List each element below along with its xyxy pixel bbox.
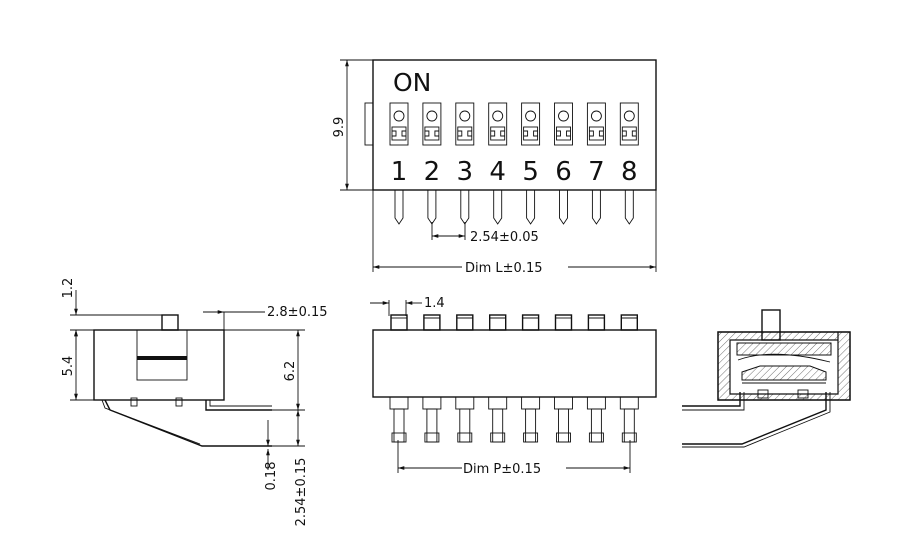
dim-lead-thickness: 0.18 — [264, 462, 279, 491]
section-view — [682, 309, 851, 448]
front-knob — [587, 314, 606, 331]
switch-actuator-circle — [558, 110, 569, 122]
dim-length: Dim L±0.15 — [465, 261, 543, 276]
switch-2 — [422, 102, 442, 146]
top-pin — [624, 190, 634, 225]
top-pin — [559, 190, 568, 225]
dim-offset: 2.8±0.15 — [267, 305, 328, 320]
switch-number: 4 — [489, 157, 506, 187]
front-pin — [488, 396, 508, 443]
section-lead-left — [682, 392, 741, 407]
front-pin — [455, 396, 475, 443]
dim-body-height: 5.4 — [61, 356, 76, 377]
top-view-pins — [394, 190, 634, 225]
side-view-lead-straight — [205, 400, 272, 411]
switch-5 — [521, 102, 541, 146]
dim-row-spacing: 2.54±0.15 — [294, 458, 309, 527]
dim-pitch: 2.54±0.05 — [470, 230, 539, 245]
front-knob — [620, 314, 638, 331]
side-view-knob — [161, 314, 179, 331]
side-view-body — [93, 329, 225, 401]
side-view-slider-band — [137, 356, 187, 360]
switch-actuator-circle — [590, 110, 602, 122]
switch-actuator-circle — [623, 110, 635, 122]
top-pin — [493, 190, 503, 225]
top-pin — [460, 190, 470, 225]
switch-number: 6 — [555, 157, 572, 187]
front-knob — [554, 314, 573, 331]
front-pin — [422, 396, 442, 443]
dim-pin-width: 1.4 — [424, 296, 445, 311]
switch-1 — [389, 102, 409, 146]
top-view-side-tab — [364, 102, 374, 146]
switch-array — [389, 102, 639, 146]
section-lead-right — [682, 392, 827, 445]
dim-lead-height: 6.2 — [283, 361, 298, 382]
front-view-pins — [389, 396, 639, 443]
front-view: 1.4 Dim P±0.15 — [370, 296, 657, 477]
switch-8 — [619, 102, 639, 146]
switch-number: 5 — [522, 157, 539, 187]
switch-actuator-circle — [525, 110, 537, 122]
switch-number: 8 — [621, 157, 638, 187]
switch-actuator-circle — [492, 110, 504, 122]
front-pin — [554, 396, 573, 443]
section-housing — [717, 331, 851, 401]
switch-3 — [455, 102, 475, 146]
side-view-lead-bent — [104, 399, 272, 447]
switch-actuator-circle — [393, 110, 405, 122]
front-knob — [423, 314, 441, 331]
switch-actuator-circle — [459, 110, 471, 122]
top-pin — [394, 190, 404, 225]
dim-height-top: 9.9 — [332, 117, 347, 138]
switch-4 — [488, 102, 508, 146]
front-view-knobs — [390, 314, 638, 331]
front-pin — [521, 396, 541, 443]
front-view-body — [372, 329, 657, 398]
side-view: 1.2 5.4 2.8±0.15 6.2 0.18 2.54±0.15 — [61, 278, 328, 527]
front-knob — [489, 314, 507, 331]
switch-number: 2 — [424, 157, 441, 187]
front-pin — [619, 396, 639, 443]
switch-6 — [554, 102, 573, 146]
front-knob — [456, 314, 474, 331]
top-pin — [427, 190, 437, 225]
switch-actuator-circle — [426, 110, 438, 122]
front-pin — [389, 396, 409, 443]
top-pin — [591, 190, 601, 225]
switch-number: 1 — [391, 157, 408, 187]
top-pin — [526, 190, 536, 225]
switch-number: 3 — [457, 157, 474, 187]
switch-7 — [586, 102, 606, 146]
on-label: ON — [393, 68, 431, 97]
front-pin — [586, 396, 606, 443]
front-knob — [390, 314, 408, 331]
dim-knob-height: 1.2 — [61, 278, 76, 299]
switch-number: 7 — [588, 157, 605, 187]
section-knob — [761, 309, 781, 341]
dim-pin-pitch: Dim P±0.15 — [463, 462, 541, 477]
front-knob — [521, 314, 540, 331]
